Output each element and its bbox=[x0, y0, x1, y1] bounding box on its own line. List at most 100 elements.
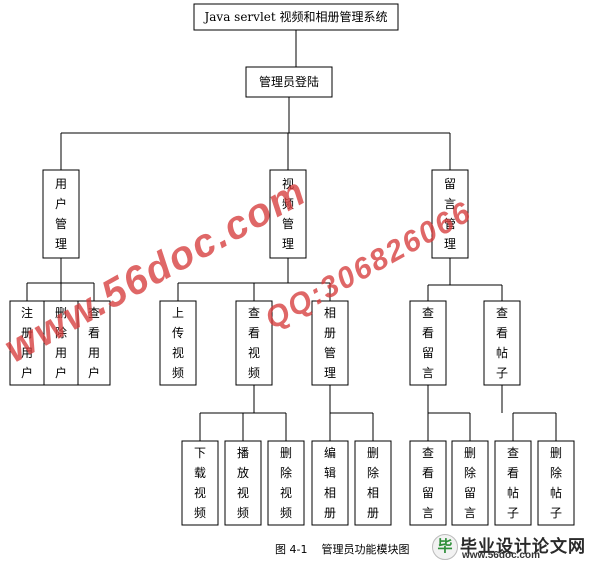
function-box-char: 视 bbox=[248, 345, 260, 360]
leaf-box bbox=[267, 440, 305, 526]
logo-mark-icon: 毕 bbox=[432, 534, 458, 560]
leaf-box-char: 查 bbox=[422, 446, 434, 460]
module-box-char: 用 bbox=[55, 177, 67, 191]
leaf-box-char: 查 bbox=[507, 446, 519, 460]
leaf-box-char: 除 bbox=[280, 465, 292, 480]
leaf-box-char: 相 bbox=[367, 486, 379, 500]
leaf-box-char: 子 bbox=[507, 506, 519, 520]
function-box-char: 看 bbox=[88, 326, 100, 340]
function-box-char: 查 bbox=[88, 306, 100, 320]
leaf-box bbox=[181, 440, 219, 526]
function-box-char: 频 bbox=[172, 366, 184, 380]
function-box-char: 理 bbox=[324, 366, 336, 380]
leaf-box bbox=[311, 440, 349, 526]
function-box-char: 频 bbox=[248, 366, 260, 380]
function-box-char: 视 bbox=[172, 345, 184, 360]
function-box-char: 户 bbox=[21, 365, 33, 380]
leaf-box bbox=[451, 440, 489, 526]
leaf-box bbox=[494, 440, 532, 526]
function-box bbox=[159, 300, 197, 386]
leaf-box-char: 编 bbox=[324, 445, 336, 460]
function-box-char: 户 bbox=[88, 365, 100, 380]
function-box-char: 用 bbox=[88, 346, 100, 360]
leaf-box bbox=[409, 440, 447, 526]
function-box-char: 看 bbox=[496, 326, 508, 340]
function-box-char: 查 bbox=[496, 306, 508, 320]
leaf-box-char: 言 bbox=[422, 506, 434, 520]
module-box-char: 留 bbox=[444, 177, 456, 191]
module-box-char: 管 bbox=[282, 216, 294, 231]
function-box-char: 管 bbox=[324, 345, 336, 360]
module-box-char: 理 bbox=[444, 237, 456, 251]
module-box-char: 频 bbox=[282, 197, 294, 211]
leaf-box-char: 视 bbox=[194, 485, 206, 500]
module-box-char: 管 bbox=[55, 216, 67, 231]
leaf-box-char: 频 bbox=[237, 506, 249, 520]
function-box-char: 子 bbox=[496, 366, 508, 380]
logo-name: 毕业设计论文网 bbox=[460, 537, 586, 556]
module-box bbox=[431, 169, 469, 259]
function-box-char: 用 bbox=[55, 346, 67, 360]
leaf-box-char: 载 bbox=[194, 466, 206, 480]
function-box-char: 相 bbox=[324, 306, 336, 320]
module-box-char: 理 bbox=[282, 237, 294, 251]
leaf-box-char: 除 bbox=[464, 465, 476, 480]
leaf-box bbox=[224, 440, 262, 526]
function-box-char: 用 bbox=[21, 346, 33, 360]
system-title-box bbox=[193, 3, 399, 31]
function-box-char: 看 bbox=[422, 326, 434, 340]
module-box bbox=[269, 169, 307, 259]
leaf-box bbox=[354, 440, 392, 526]
leaf-box-char: 看 bbox=[422, 466, 434, 480]
leaf-box-char: 放 bbox=[237, 465, 249, 480]
leaf-box-char: 视 bbox=[237, 485, 249, 500]
function-box-char: 册 bbox=[21, 326, 33, 340]
admin-login-box-label: 管理员登陆 bbox=[259, 74, 319, 89]
figure-number: 图 4-1 bbox=[275, 543, 308, 556]
leaf-box-char: 频 bbox=[280, 506, 292, 520]
leaf-box-char: 册 bbox=[324, 506, 336, 520]
figure-title: 管理员功能模块图 bbox=[321, 543, 410, 556]
logo-url: www.56doc.com bbox=[462, 550, 540, 561]
leaf-box-char: 删 bbox=[550, 446, 562, 460]
leaf-box-char: 子 bbox=[550, 506, 562, 520]
leaf-box-char: 除 bbox=[367, 465, 379, 480]
function-box-char: 户 bbox=[55, 365, 67, 380]
function-box-char: 上 bbox=[172, 306, 184, 320]
function-box bbox=[43, 300, 79, 386]
module-box-char: 理 bbox=[55, 237, 67, 251]
leaf-box-char: 播 bbox=[237, 446, 249, 460]
site-logo: 毕 毕业设计论文网 www.56doc.com bbox=[432, 532, 594, 562]
leaf-box-char: 看 bbox=[507, 466, 519, 480]
leaf-box-char: 留 bbox=[464, 486, 476, 500]
function-box-char: 言 bbox=[422, 366, 434, 380]
function-box-char: 传 bbox=[172, 325, 184, 340]
function-box-char: 查 bbox=[422, 306, 434, 320]
leaf-box-char: 删 bbox=[367, 446, 379, 460]
function-box-char: 看 bbox=[248, 326, 260, 340]
function-box bbox=[77, 300, 111, 386]
leaf-box-char: 删 bbox=[280, 446, 292, 460]
function-box-char: 删 bbox=[55, 306, 67, 320]
leaf-box-char: 册 bbox=[367, 506, 379, 520]
leaf-box-char: 留 bbox=[422, 486, 434, 500]
leaf-box-char: 频 bbox=[194, 506, 206, 520]
function-box bbox=[409, 300, 447, 386]
leaf-box-char: 相 bbox=[324, 486, 336, 500]
function-box bbox=[311, 300, 349, 386]
module-box-char: 管 bbox=[444, 216, 456, 231]
module-box-char: 视 bbox=[282, 176, 294, 191]
system-title-box-label: Java servlet 视频和相册管理系统 bbox=[202, 9, 387, 24]
leaf-box-char: 言 bbox=[464, 506, 476, 520]
leaf-box-char: 除 bbox=[550, 465, 562, 480]
leaf-box-char: 帖 bbox=[507, 485, 519, 500]
function-box-char: 注 bbox=[21, 305, 33, 320]
function-box-char: 留 bbox=[422, 346, 434, 360]
function-box-char: 查 bbox=[248, 306, 260, 320]
leaf-box-char: 视 bbox=[280, 485, 292, 500]
function-box-char: 册 bbox=[324, 326, 336, 340]
leaf-box-char: 帖 bbox=[550, 485, 562, 500]
module-box-char: 言 bbox=[444, 197, 456, 211]
function-box-char: 除 bbox=[55, 325, 67, 340]
